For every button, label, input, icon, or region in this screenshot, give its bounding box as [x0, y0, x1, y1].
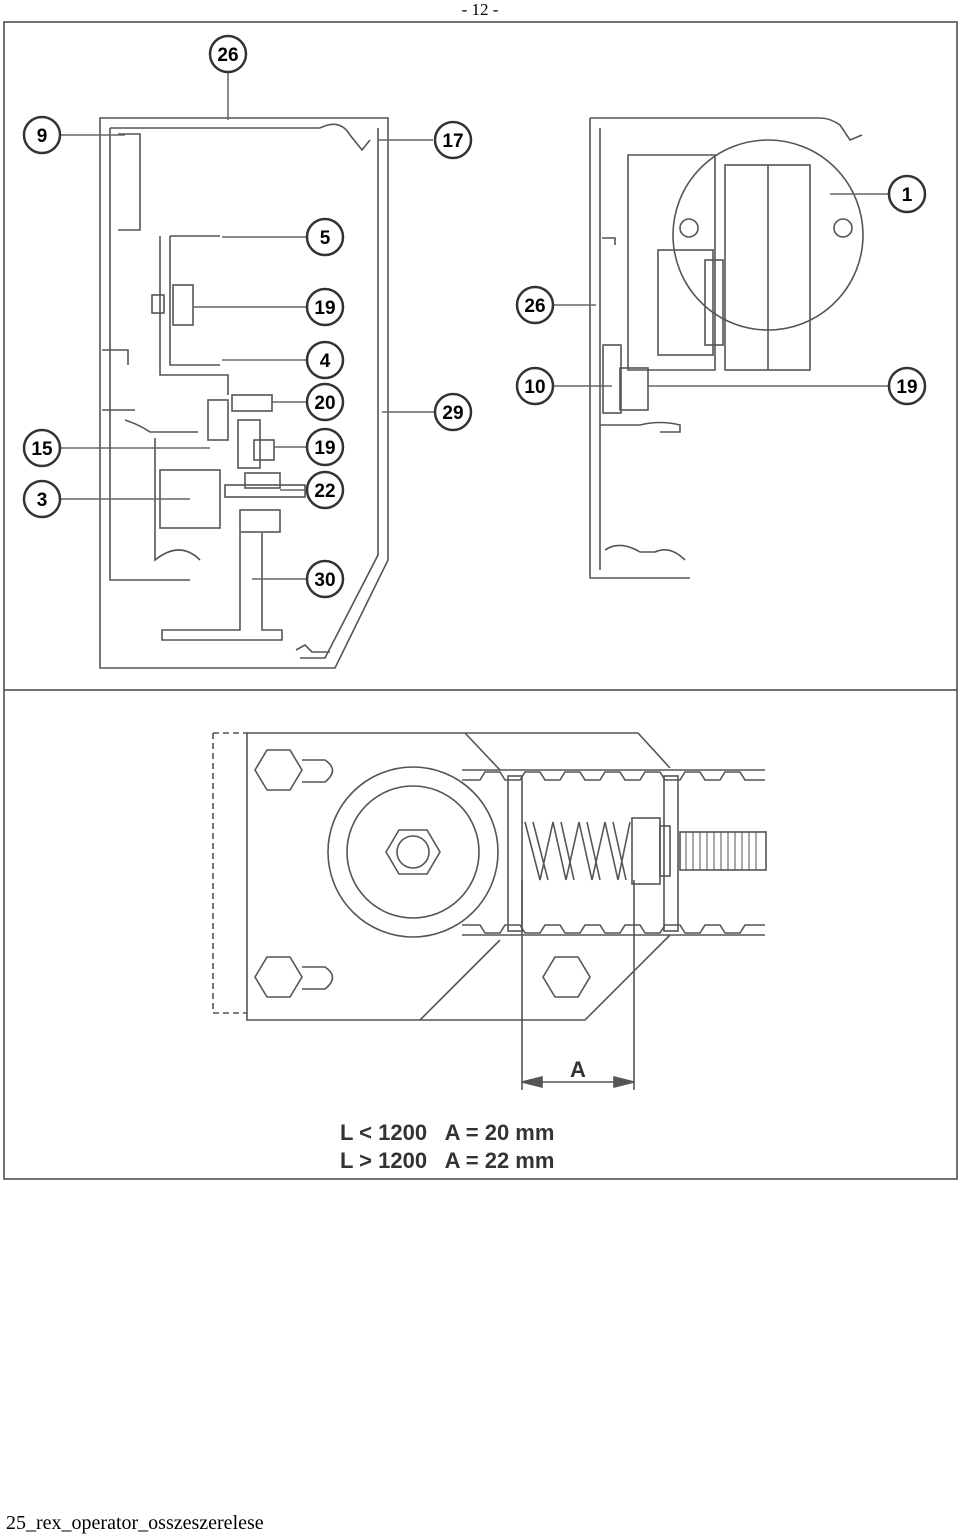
- callout-17: 17: [442, 131, 463, 152]
- callout-30: 30: [314, 570, 335, 591]
- callout-19-top: 19: [314, 298, 335, 319]
- right-profile-section: [589, 117, 864, 579]
- left-callouts: 26 9 17 5 19 4 20 29 15 19 3 22: [22, 34, 473, 599]
- callout-26: 26: [217, 45, 238, 66]
- threaded-rod: [679, 831, 767, 871]
- tensioner-detail: [212, 732, 767, 1090]
- pulley-outer: [327, 766, 499, 938]
- bolt-top: [254, 749, 303, 791]
- dashed-outline: [212, 732, 247, 1014]
- dimension-formulas: L < 1200 A = 20 mm L > 1200 A = 22 mm: [340, 1120, 554, 1173]
- callout-10: 10: [524, 377, 545, 398]
- left-profile-outline: [99, 117, 389, 669]
- callout-19-middle: 19: [314, 438, 335, 459]
- callout-5: 5: [320, 228, 331, 249]
- right-callouts: 1 26 10 19: [515, 174, 927, 406]
- callout-circle-26: [208, 34, 248, 74]
- page-number: - 12 -: [461, 0, 499, 19]
- callout-15: 15: [31, 439, 53, 460]
- callout-20: 20: [314, 393, 335, 414]
- callout-3: 3: [37, 490, 48, 511]
- left-profile-section: [99, 117, 389, 669]
- callout-26-right: 26: [524, 296, 545, 317]
- formula-line-1: L < 1200 A = 20 mm: [340, 1120, 554, 1145]
- callout-29: 29: [442, 403, 463, 424]
- callout-1: 1: [902, 185, 913, 206]
- dimension-label: A: [570, 1057, 586, 1082]
- spring: [524, 821, 631, 881]
- pulley-nut: [385, 829, 441, 875]
- footer-filename: 25_rex_operator_osszeszerelese: [6, 1512, 264, 1534]
- bolt-bottom: [254, 956, 303, 998]
- callout-4: 4: [320, 351, 331, 372]
- callout-19-right: 19: [896, 377, 917, 398]
- callout-9: 9: [37, 126, 48, 147]
- drawing-frame: [3, 21, 958, 1180]
- formula-line-2: L > 1200 A = 22 mm: [340, 1148, 554, 1173]
- bolt-hex-small: [542, 956, 591, 998]
- callout-22: 22: [314, 481, 335, 502]
- right-profile-outline: [589, 118, 690, 579]
